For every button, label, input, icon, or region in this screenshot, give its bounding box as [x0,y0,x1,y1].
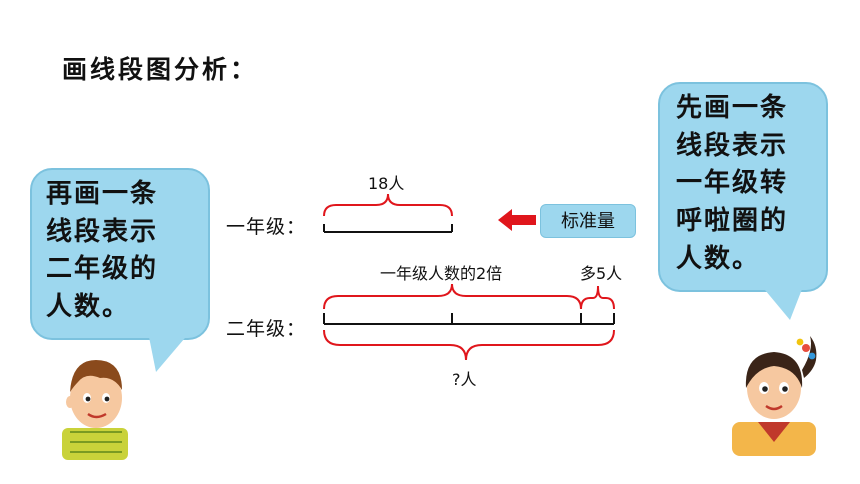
more-label: 多5人 [580,264,623,283]
grade1-value-label: 18人 [368,174,405,193]
right-bubble-line: 先画一条 [676,93,789,123]
left-bubble-line: 人数。 [46,292,131,323]
more-brace [580,285,615,310]
left-bubble-tail [148,332,190,372]
page-title: 画线段图分析： [62,55,259,84]
grade1-segment [323,224,453,233]
left-bubble-line: 二年级的 [46,254,159,285]
left-speech-bubble: 再画一条 线段表示 二年级的 人数。 [30,168,210,340]
right-bubble-line: 一年级转 [676,168,789,199]
grade2-segment [323,313,615,325]
standard-quantity-badge: 标准量 [540,204,636,238]
arrow-left-icon [498,209,536,231]
grade1-brace [323,193,453,217]
double-label: 一年级人数的2倍 [380,264,503,283]
girl-illustration [732,336,817,456]
boy-illustration [62,360,128,460]
grade2-label: 二年级： [226,318,307,340]
unknown-total-label: ?人 [452,370,477,389]
left-bubble-line: 再画一条 [46,179,159,209]
right-bubble-line: 线段表示 [676,130,789,161]
right-bubble-line: 呼啦圈的 [676,206,789,237]
double-brace [323,283,582,310]
left-bubble-line: 线段表示 [46,216,159,247]
right-bubble-line: 人数。 [676,243,761,274]
grade1-label: 一年级： [226,216,307,238]
right-speech-bubble: 先画一条 线段表示 一年级转 呼啦圈的 人数。 [658,82,828,292]
right-bubble-tail [760,284,804,320]
total-brace [323,329,615,361]
